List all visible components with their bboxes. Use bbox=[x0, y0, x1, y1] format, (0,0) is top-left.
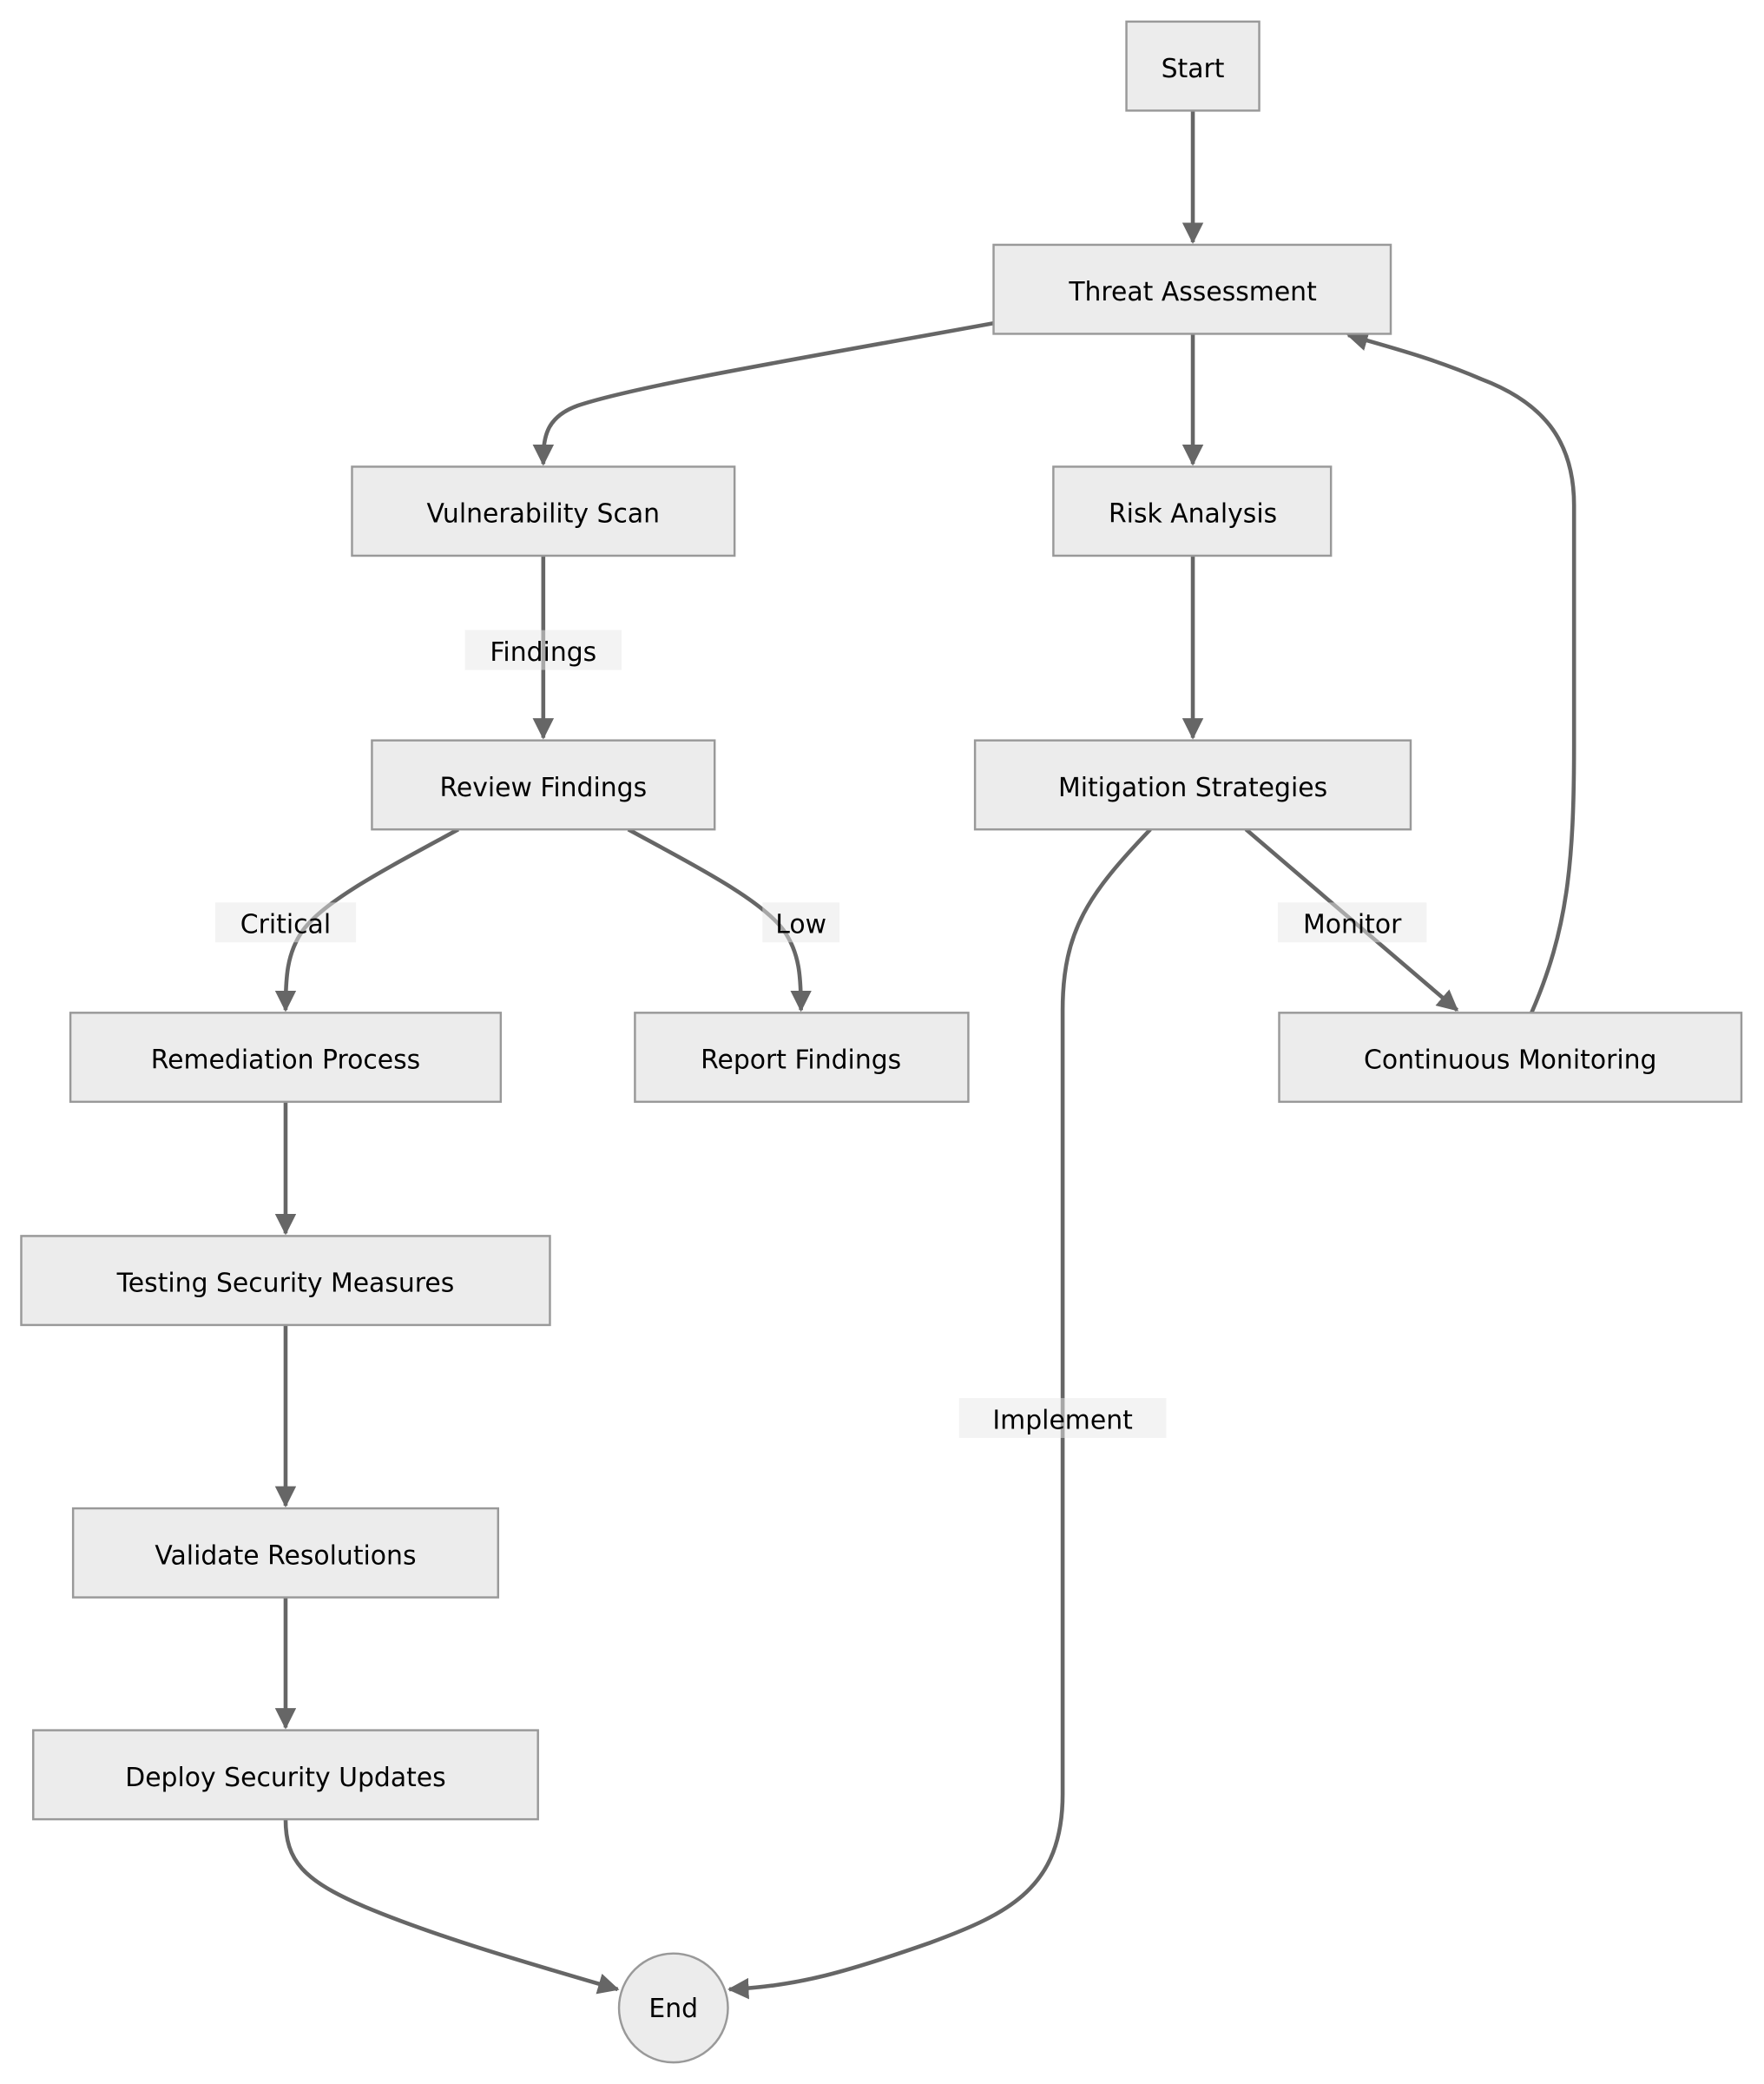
nodes: Start Threat Assessment Vulnerability Sc… bbox=[20, 20, 1743, 2064]
node-end[interactable]: End bbox=[617, 1952, 729, 2064]
node-start-label: Start bbox=[1162, 54, 1225, 84]
node-testing-security-measures-label: Testing Security Measures bbox=[116, 1269, 455, 1299]
node-vulnerability-scan[interactable]: Vulnerability Scan bbox=[351, 465, 736, 557]
node-end-label: End bbox=[648, 1994, 698, 2024]
edge-label-monitor-text: Monitor bbox=[1303, 910, 1402, 940]
node-report-findings[interactable]: Report Findings bbox=[634, 1012, 970, 1104]
edge-labels: Findings Critical Low Monitor Implement bbox=[214, 630, 1427, 1438]
edge-label-findings-text: Findings bbox=[490, 637, 596, 668]
edge-label-low-text: Low bbox=[775, 910, 826, 940]
node-risk-analysis-label: Risk Analysis bbox=[1109, 499, 1277, 530]
edge-mitigation-strategies-to-end bbox=[727, 828, 1152, 2000]
node-validate-resolutions[interactable]: Validate Resolutions bbox=[71, 1507, 500, 1599]
edge-label-monitor: Monitor bbox=[1277, 902, 1427, 943]
node-continuous-monitoring[interactable]: Continuous Monitoring bbox=[1278, 1012, 1743, 1104]
edge-label-findings: Findings bbox=[464, 630, 622, 670]
node-continuous-monitoring-label: Continuous Monitoring bbox=[1364, 1045, 1656, 1076]
edge-label-implement: Implement bbox=[958, 1398, 1167, 1438]
edge-label-critical-text: Critical bbox=[240, 910, 331, 940]
node-vulnerability-scan-label: Vulnerability Scan bbox=[427, 499, 661, 530]
node-remediation-process-label: Remediation Process bbox=[151, 1045, 420, 1076]
node-review-findings-label: Review Findings bbox=[439, 773, 647, 803]
node-remediation-process[interactable]: Remediation Process bbox=[69, 1012, 503, 1104]
node-testing-security-measures[interactable]: Testing Security Measures bbox=[20, 1235, 551, 1327]
node-mitigation-strategies-label: Mitigation Strategies bbox=[1058, 773, 1327, 803]
node-deploy-security-updates-label: Deploy Security Updates bbox=[125, 1763, 445, 1793]
node-validate-resolutions-label: Validate Resolutions bbox=[155, 1540, 416, 1571]
node-threat-assessment[interactable]: Threat Assessment bbox=[992, 243, 1392, 335]
edge-deploy-to-end bbox=[283, 1819, 620, 1995]
edge-label-low: Low bbox=[762, 902, 840, 943]
node-report-findings-label: Report Findings bbox=[701, 1045, 901, 1076]
node-start[interactable]: Start bbox=[1125, 20, 1260, 112]
node-threat-assessment-label: Threat Assessment bbox=[1068, 277, 1316, 307]
edge-threat-assessment-to-vulnerability-scan bbox=[532, 320, 994, 466]
node-mitigation-strategies[interactable]: Mitigation Strategies bbox=[973, 739, 1412, 831]
node-risk-analysis[interactable]: Risk Analysis bbox=[1052, 465, 1333, 557]
edge-label-critical: Critical bbox=[214, 902, 357, 943]
edge-label-implement-text: Implement bbox=[992, 1405, 1132, 1435]
node-deploy-security-updates[interactable]: Deploy Security Updates bbox=[32, 1729, 539, 1821]
node-review-findings[interactable]: Review Findings bbox=[371, 739, 716, 831]
edge-continuous-monitoring-to-threat-assessment bbox=[1346, 330, 1576, 1014]
